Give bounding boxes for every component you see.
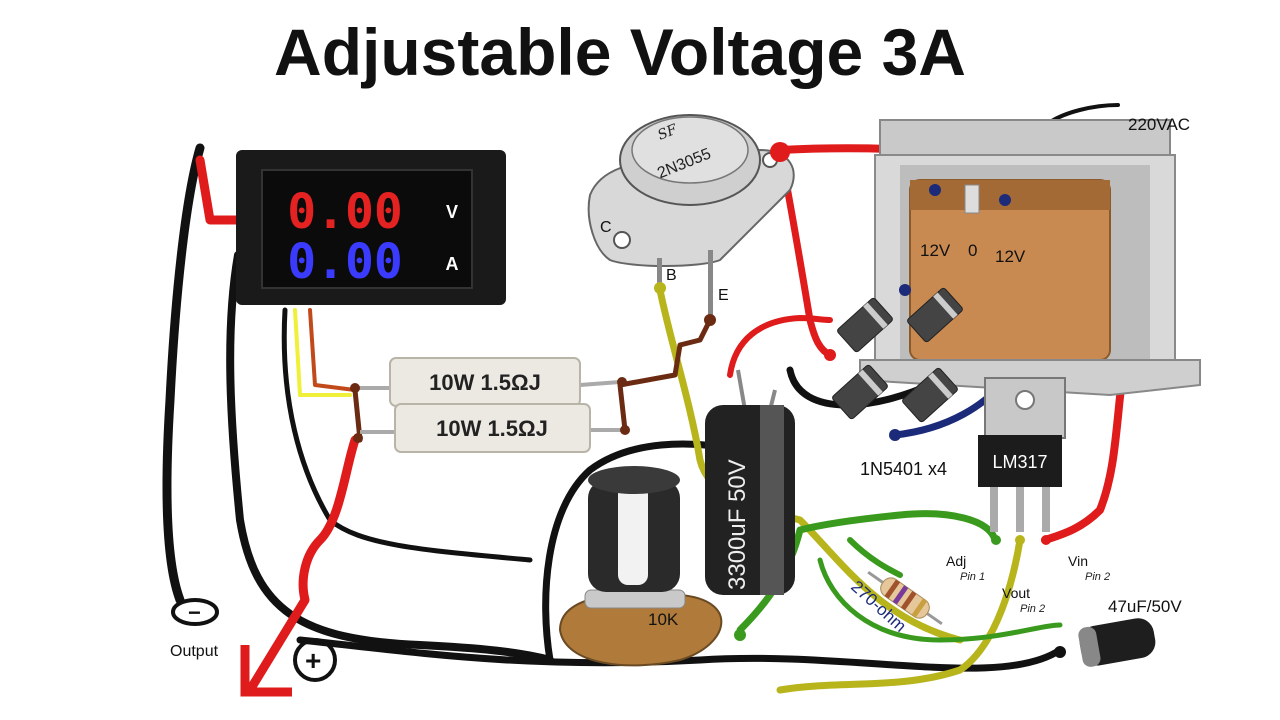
volt-amp-meter: 0.00 V 0.00 A [236, 150, 506, 305]
lm317-pin-adj-num: Pin 1 [960, 571, 985, 583]
diode-3 [832, 364, 888, 420]
output-negative-symbol [171, 598, 219, 626]
transistor-pin-b: B [666, 267, 677, 284]
transformer-tap-center: 0 [968, 241, 977, 260]
lm317-label: LM317 [992, 452, 1047, 472]
lm317-pin-vout: Vout [1002, 585, 1030, 601]
transformer-input-label: 220VAC [1128, 115, 1190, 134]
transistor-hole-left [613, 231, 631, 249]
output-positive-symbol [293, 638, 337, 682]
page-title: Adjustable Voltage 3A [274, 15, 966, 89]
lm317-pin-vin: Vin [1068, 553, 1088, 569]
junction-dots [350, 284, 1066, 658]
diode-1 [837, 297, 893, 353]
capacitor-3300uf: 3300uF 50V [705, 369, 795, 595]
diodes-label: 1N5401 x4 [860, 459, 947, 479]
transistor-brand: SF [656, 121, 681, 144]
meter-voltage-reading: 0.00 [287, 184, 403, 240]
resistor-270 [867, 570, 943, 626]
wire-black-bottom [296, 636, 1064, 672]
meter-voltage-unit: V [446, 202, 458, 222]
wire-red-meter-res [308, 308, 357, 392]
wire-brown-res [352, 387, 363, 443]
meter-current-reading: 0.00 [287, 234, 403, 290]
output-label: Output [170, 643, 219, 660]
transformer: 12V 0 12V 220VAC [859, 115, 1201, 397]
wire-red-output [245, 435, 360, 695]
transistor-pin-e-leg [708, 250, 713, 320]
bridge-diodes: 1N5401 x4 [832, 287, 963, 479]
lm317-pin-vout-num: Pin 2 [1020, 603, 1045, 615]
meter-current-unit: A [446, 254, 459, 274]
capacitor-3300uf-label: 3300uF 50V [724, 459, 751, 590]
lm317-pin-vin-num: Pin 2 [1085, 571, 1110, 583]
regulator-lm317: LM317 Adj Pin 1 Vout Pin 2 Vin Pin 2 [946, 377, 1110, 615]
pot-label: 10K [648, 610, 679, 629]
wire-black-output [162, 143, 205, 605]
lm317-pin-adj: Adj [946, 553, 966, 569]
diode-2 [907, 287, 963, 343]
transistor-2n3055: SF 2N3055 C B E [587, 114, 795, 326]
transformer-tap-left: 12V [920, 241, 951, 260]
transistor-pin-b-leg [657, 258, 662, 286]
capacitor-47uf: 47uF/50V [1078, 597, 1182, 667]
resistor-10w-1-label: 10W 1.5ΩJ [429, 370, 541, 395]
power-resistors: 10W 1.5ΩJ 10W 1.5ΩJ [355, 357, 625, 453]
wire-brown-emitter [617, 317, 713, 433]
lm317-body [978, 435, 1062, 487]
potentiometer-10k: 10K [558, 466, 723, 667]
wire-red-meter [195, 155, 243, 225]
meter-screen [261, 169, 473, 289]
wire-yellow-meter [293, 308, 352, 397]
transformer-tap-right: 12V [995, 247, 1026, 266]
capacitor-47uf-label: 47uF/50V [1108, 597, 1182, 616]
wire-black-meter-ground [226, 251, 554, 664]
wire-green-res [847, 537, 903, 578]
output-negative-sign: − [188, 600, 201, 625]
output-positive-sign: + [305, 645, 321, 676]
resistor-10w-2-label: 10W 1.5ΩJ [436, 416, 548, 441]
transistor-pin-e: E [718, 287, 729, 304]
wire-black-pot [542, 440, 744, 664]
wire-green-bottom [817, 557, 1063, 643]
transistor-pin-c: C [600, 219, 612, 236]
wire-yellow-vout [776, 536, 1024, 694]
output-arrow [240, 645, 292, 697]
output-terminals: − Output + [170, 598, 337, 697]
wire-red-cap [727, 315, 833, 378]
diode-4 [902, 367, 958, 423]
resistor-10w-2 [394, 403, 591, 453]
